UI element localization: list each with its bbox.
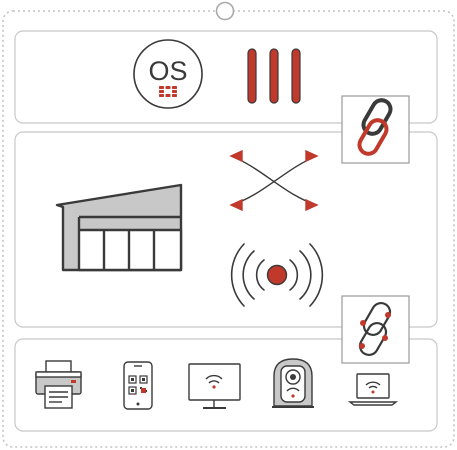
camera-wifi-icon — [272, 358, 314, 408]
os-logo: OS — [133, 39, 203, 109]
monitor-wifi-icon — [188, 363, 241, 409]
printer-icon — [35, 360, 82, 409]
top-panel — [14, 30, 438, 124]
chain-link-icon — [341, 295, 410, 364]
wireless-signal-icon — [230, 243, 324, 307]
chain-link-icon — [341, 95, 410, 164]
firewall-bars-icon — [247, 48, 301, 104]
os-logo-label: OS — [148, 56, 187, 86]
smartphone-qr-icon — [123, 361, 153, 410]
fortinet-logo-icon — [159, 86, 177, 97]
warehouse-icon — [55, 183, 183, 272]
middle-panel — [14, 131, 438, 328]
top-connector-node — [215, 1, 235, 21]
crossing-arrows-icon — [229, 149, 319, 212]
laptop-wifi-icon — [347, 373, 399, 406]
